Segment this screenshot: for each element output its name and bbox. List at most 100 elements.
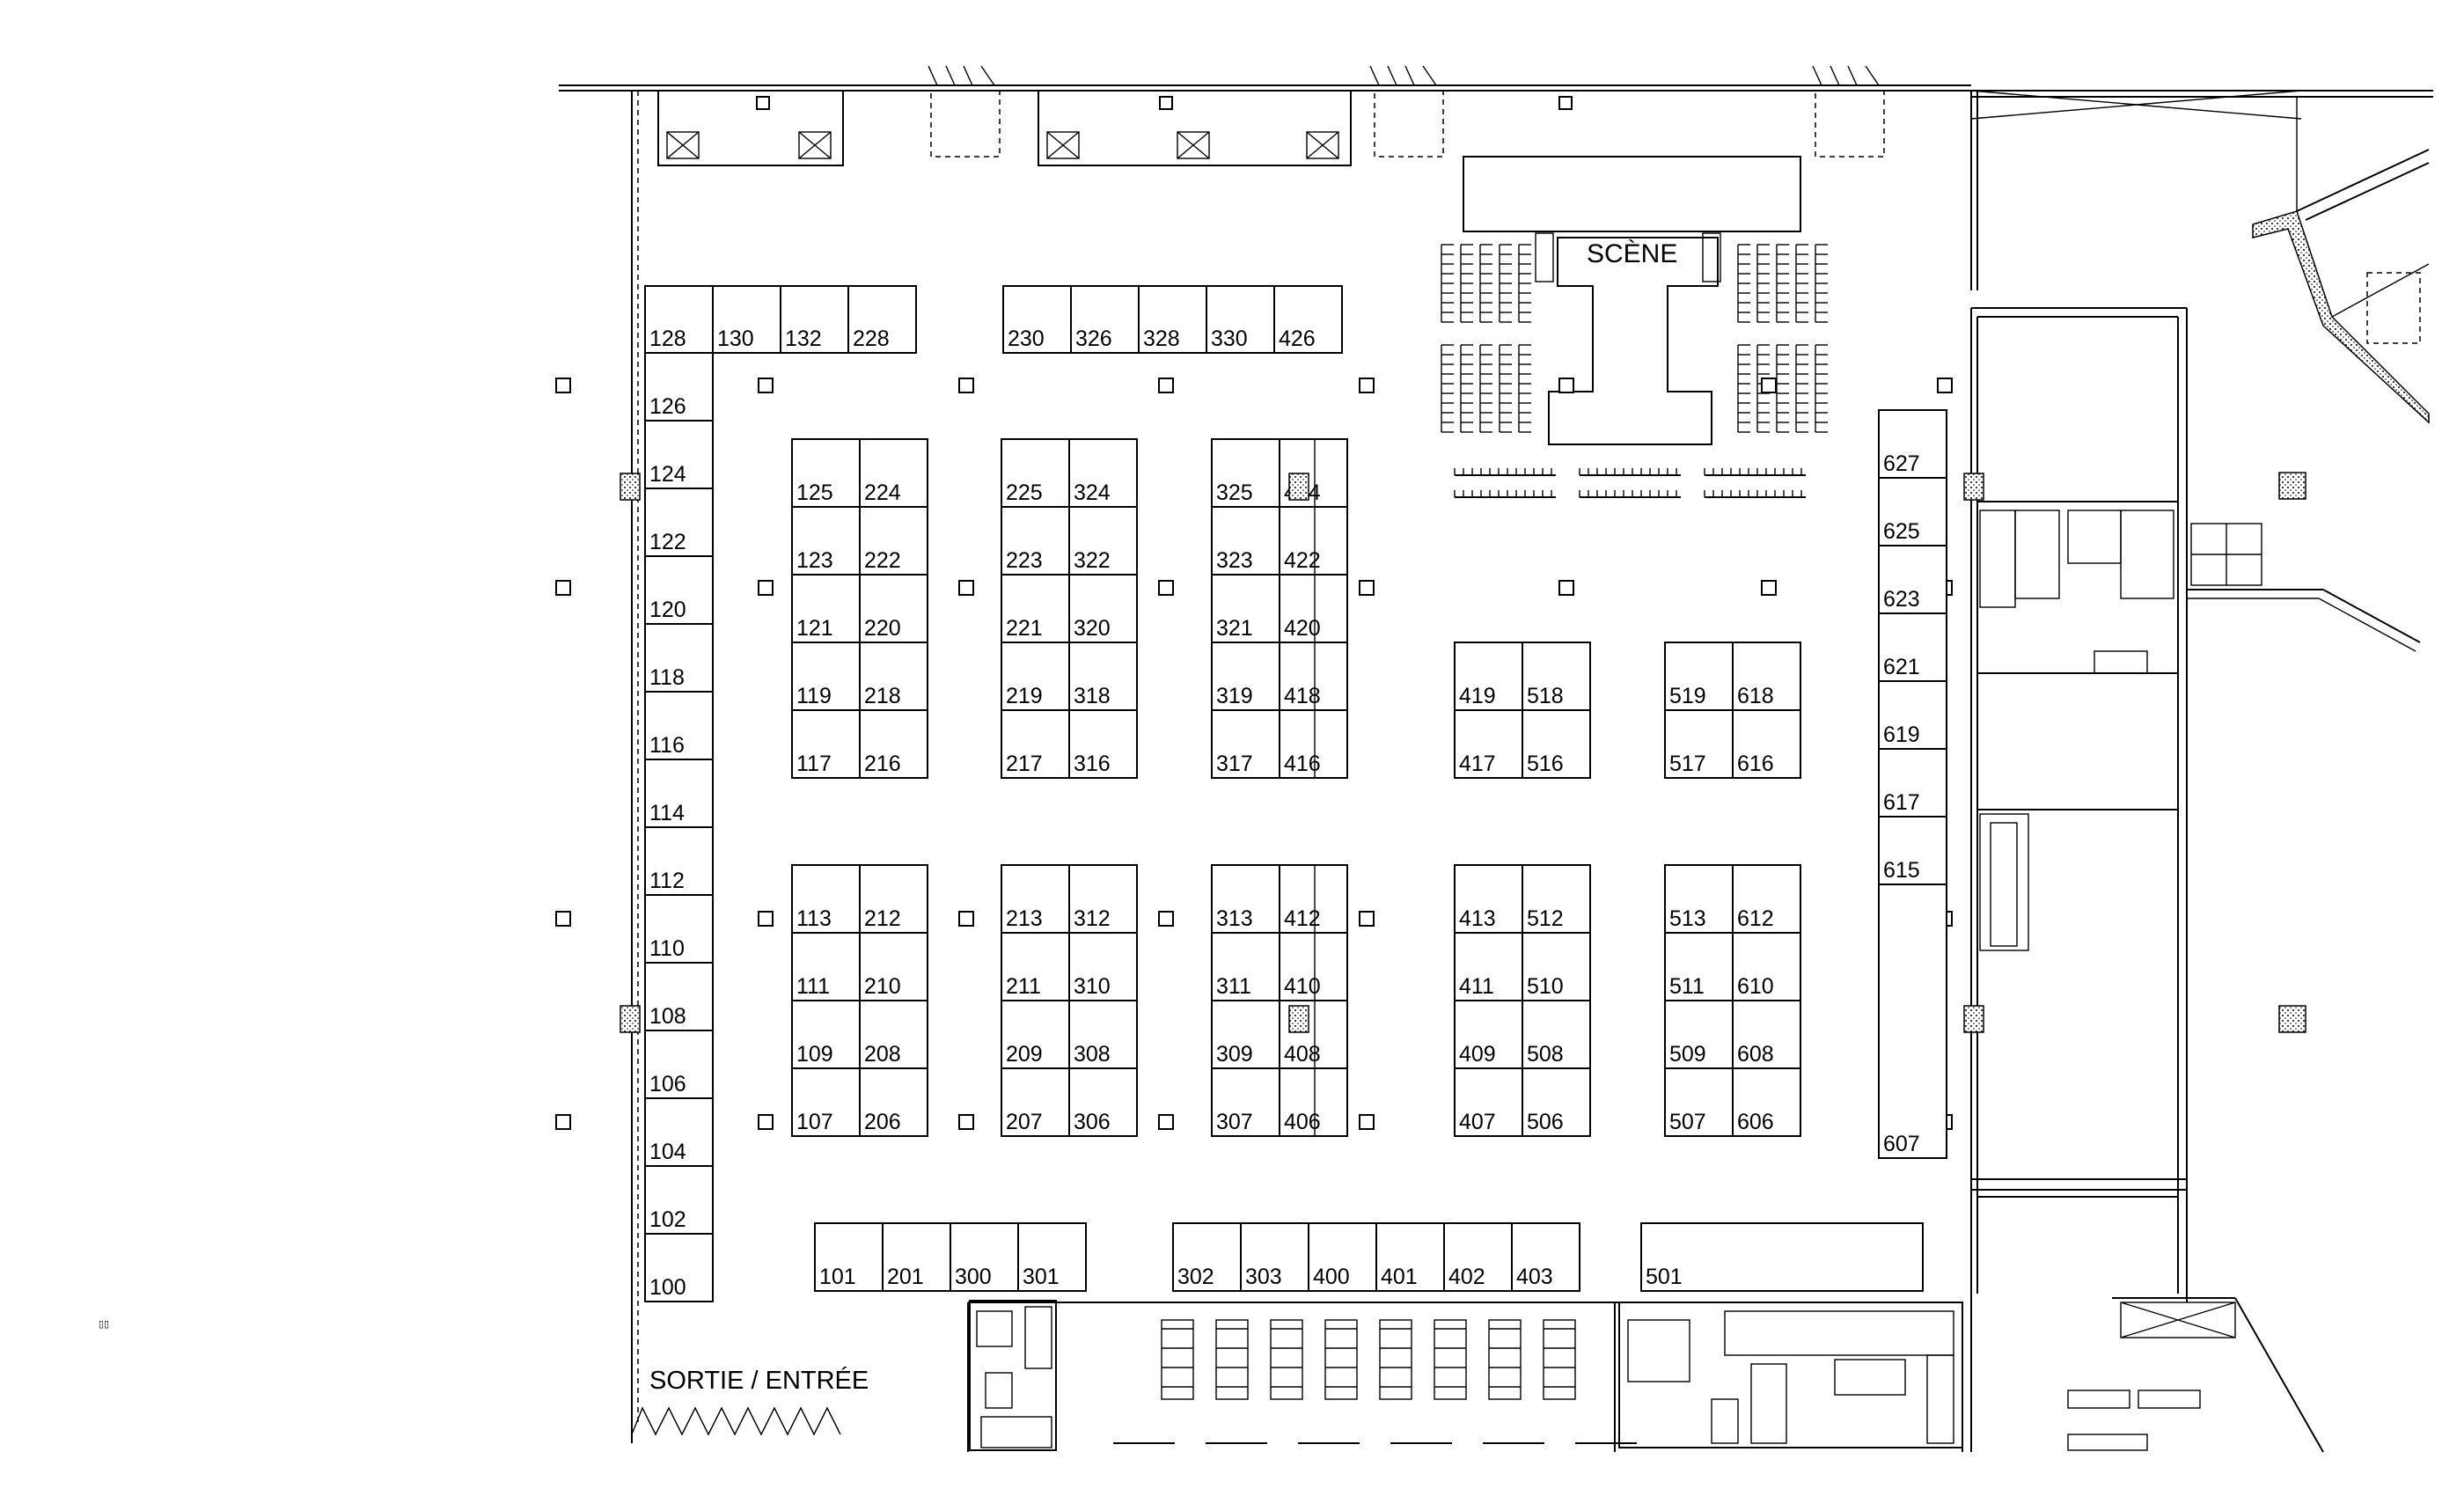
booth[interactable]: 219 [1001, 642, 1070, 711]
booth[interactable]: 310 [1068, 932, 1138, 1001]
booth[interactable]: 208 [859, 1000, 928, 1069]
booth[interactable]: 126 [644, 352, 714, 422]
booth[interactable]: 407 [1454, 1067, 1523, 1137]
booth[interactable]: 403 [1511, 1222, 1580, 1292]
booth[interactable]: 100 [644, 1233, 714, 1302]
booth[interactable]: 317 [1211, 709, 1280, 779]
booth[interactable]: 122 [644, 488, 714, 557]
booth[interactable]: 413 [1454, 864, 1523, 934]
booth[interactable]: 306 [1068, 1067, 1138, 1137]
booth[interactable]: 307 [1211, 1067, 1280, 1137]
booth[interactable]: 627 [1878, 409, 1947, 479]
booth[interactable]: 221 [1001, 574, 1070, 643]
booth[interactable]: 114 [644, 759, 714, 828]
booth[interactable]: 223 [1001, 506, 1070, 576]
booth[interactable]: 116 [644, 691, 714, 760]
booth[interactable]: 517 [1664, 709, 1734, 779]
booth[interactable]: 509 [1664, 1000, 1734, 1069]
booth[interactable]: 607 [1878, 884, 1947, 1159]
booth[interactable]: 124 [644, 420, 714, 489]
booth[interactable]: 321 [1211, 574, 1280, 643]
booth[interactable]: 210 [859, 932, 928, 1001]
booth[interactable]: 612 [1732, 864, 1801, 934]
booth[interactable]: 207 [1001, 1067, 1070, 1137]
booth[interactable]: 510 [1522, 932, 1591, 1001]
booth[interactable]: 511 [1664, 932, 1734, 1001]
booth[interactable]: 125 [791, 438, 861, 508]
booth[interactable]: 224 [859, 438, 928, 508]
booth[interactable]: 501 [1640, 1222, 1924, 1292]
booth[interactable]: 308 [1068, 1000, 1138, 1069]
booth[interactable]: 102 [644, 1165, 714, 1235]
booth[interactable]: 119 [791, 642, 861, 711]
booth[interactable]: 518 [1522, 642, 1591, 711]
booth[interactable]: 516 [1522, 709, 1591, 779]
booth[interactable]: 507 [1664, 1067, 1734, 1137]
booth[interactable]: 117 [791, 709, 861, 779]
booth[interactable]: 324 [1068, 438, 1138, 508]
booth[interactable]: 508 [1522, 1000, 1591, 1069]
booth[interactable]: 621 [1878, 612, 1947, 682]
booth[interactable]: 401 [1375, 1222, 1445, 1292]
booth[interactable]: 108 [644, 962, 714, 1031]
booth[interactable]: 312 [1068, 864, 1138, 934]
booth[interactable]: 128 [644, 285, 714, 354]
booth[interactable]: 326 [1070, 285, 1140, 354]
booth[interactable]: 130 [712, 285, 781, 354]
booth[interactable]: 101 [814, 1222, 884, 1292]
booth[interactable]: 300 [950, 1222, 1019, 1292]
booth[interactable]: 416 [1279, 709, 1348, 779]
booth[interactable]: 616 [1732, 709, 1801, 779]
booth[interactable]: 319 [1211, 642, 1280, 711]
booth[interactable]: 209 [1001, 1000, 1070, 1069]
booth[interactable]: 123 [791, 506, 861, 576]
booth[interactable]: 420 [1279, 574, 1348, 643]
booth[interactable]: 422 [1279, 506, 1348, 576]
booth[interactable]: 619 [1878, 680, 1947, 750]
booth[interactable]: 121 [791, 574, 861, 643]
booth[interactable]: 330 [1206, 285, 1275, 354]
booth[interactable]: 301 [1017, 1222, 1087, 1292]
booth[interactable]: 419 [1454, 642, 1523, 711]
booth[interactable]: 230 [1002, 285, 1072, 354]
booth[interactable]: 402 [1443, 1222, 1513, 1292]
booth[interactable]: 302 [1172, 1222, 1242, 1292]
booth[interactable]: 303 [1240, 1222, 1309, 1292]
booth[interactable]: 113 [791, 864, 861, 934]
booth[interactable]: 625 [1878, 477, 1947, 546]
booth[interactable]: 617 [1878, 748, 1947, 818]
booth[interactable]: 506 [1522, 1067, 1591, 1137]
booth[interactable]: 426 [1273, 285, 1343, 354]
booth[interactable]: 410 [1279, 932, 1348, 1001]
booth[interactable]: 111 [791, 932, 861, 1001]
booth[interactable]: 417 [1454, 709, 1523, 779]
booth[interactable]: 118 [644, 623, 714, 693]
booth[interactable]: 623 [1878, 545, 1947, 614]
booth[interactable]: 512 [1522, 864, 1591, 934]
booth[interactable]: 309 [1211, 1000, 1280, 1069]
booth[interactable]: 206 [859, 1067, 928, 1137]
booth[interactable]: 318 [1068, 642, 1138, 711]
booth[interactable]: 412 [1279, 864, 1348, 934]
booth[interactable]: 418 [1279, 642, 1348, 711]
booth[interactable]: 212 [859, 864, 928, 934]
booth[interactable]: 109 [791, 1000, 861, 1069]
booth[interactable]: 120 [644, 555, 714, 625]
booth[interactable]: 606 [1732, 1067, 1801, 1137]
booth[interactable]: 213 [1001, 864, 1070, 934]
booth[interactable]: 513 [1664, 864, 1734, 934]
booth[interactable]: 220 [859, 574, 928, 643]
booth[interactable]: 216 [859, 709, 928, 779]
booth[interactable]: 316 [1068, 709, 1138, 779]
booth[interactable]: 519 [1664, 642, 1734, 711]
booth[interactable]: 222 [859, 506, 928, 576]
booth[interactable]: 325 [1211, 438, 1280, 508]
booth[interactable]: 313 [1211, 864, 1280, 934]
booth[interactable]: 217 [1001, 709, 1070, 779]
booth[interactable]: 107 [791, 1067, 861, 1137]
booth[interactable]: 322 [1068, 506, 1138, 576]
booth[interactable]: 406 [1279, 1067, 1348, 1137]
booth[interactable]: 110 [644, 894, 714, 964]
booth[interactable]: 608 [1732, 1000, 1801, 1069]
booth[interactable]: 320 [1068, 574, 1138, 643]
